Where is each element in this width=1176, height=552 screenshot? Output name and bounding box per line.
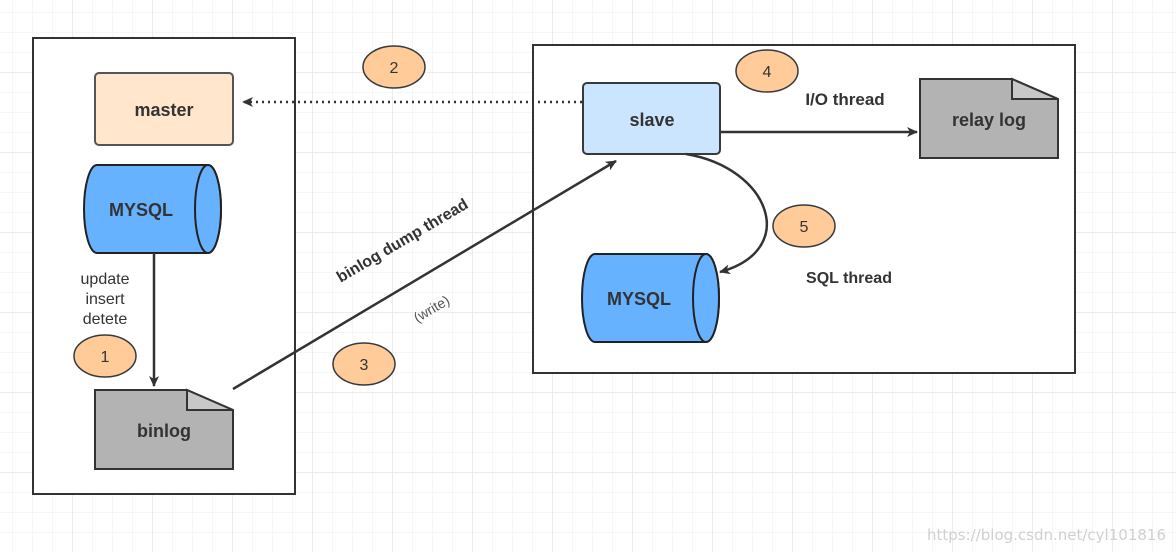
write-note: (write) (411, 292, 453, 326)
binlog-dump-arrow (232, 159, 617, 391)
slave-mysql-label: MYSQL (607, 289, 671, 309)
step-2-badge: 2 (362, 45, 426, 89)
binlog-label: binlog (137, 421, 191, 441)
master-mysql-database: MYSQL (83, 164, 222, 254)
step-3-badge: 3 (332, 342, 396, 386)
operation-update: update (81, 271, 130, 288)
slave-node: slave (582, 82, 721, 155)
io-thread-label: I/O thread (805, 90, 884, 109)
step-2-label: 2 (390, 60, 399, 77)
watermark-text: https://blog.csdn.net/cyl101816 (927, 526, 1166, 544)
step-4-label: 4 (763, 64, 772, 81)
sql-thread-curved-arrow (685, 152, 768, 275)
slave-mysql-database: MYSQL (581, 253, 720, 343)
binlog-document: binlog (94, 388, 234, 470)
step-3-label: 3 (360, 357, 369, 374)
operation-detete: detete (83, 311, 128, 328)
binlog-dump-thread-label: binlog dump thread (334, 196, 471, 286)
master-mysql-label: MYSQL (109, 200, 173, 220)
step-1-badge: 1 (73, 334, 137, 378)
operation-insert: insert (85, 291, 125, 308)
master-label: master (134, 100, 193, 120)
step-4-badge: 4 (735, 49, 799, 93)
relay-log-document: relay log (919, 77, 1059, 159)
step-1-label: 1 (101, 349, 110, 366)
relay-log-label: relay log (952, 110, 1026, 130)
master-node: master (94, 72, 234, 146)
step-5-label: 5 (800, 219, 809, 236)
slave-label: slave (629, 110, 674, 130)
sql-thread-label: SQL thread (806, 270, 892, 287)
step-5-badge: 5 (772, 204, 836, 248)
